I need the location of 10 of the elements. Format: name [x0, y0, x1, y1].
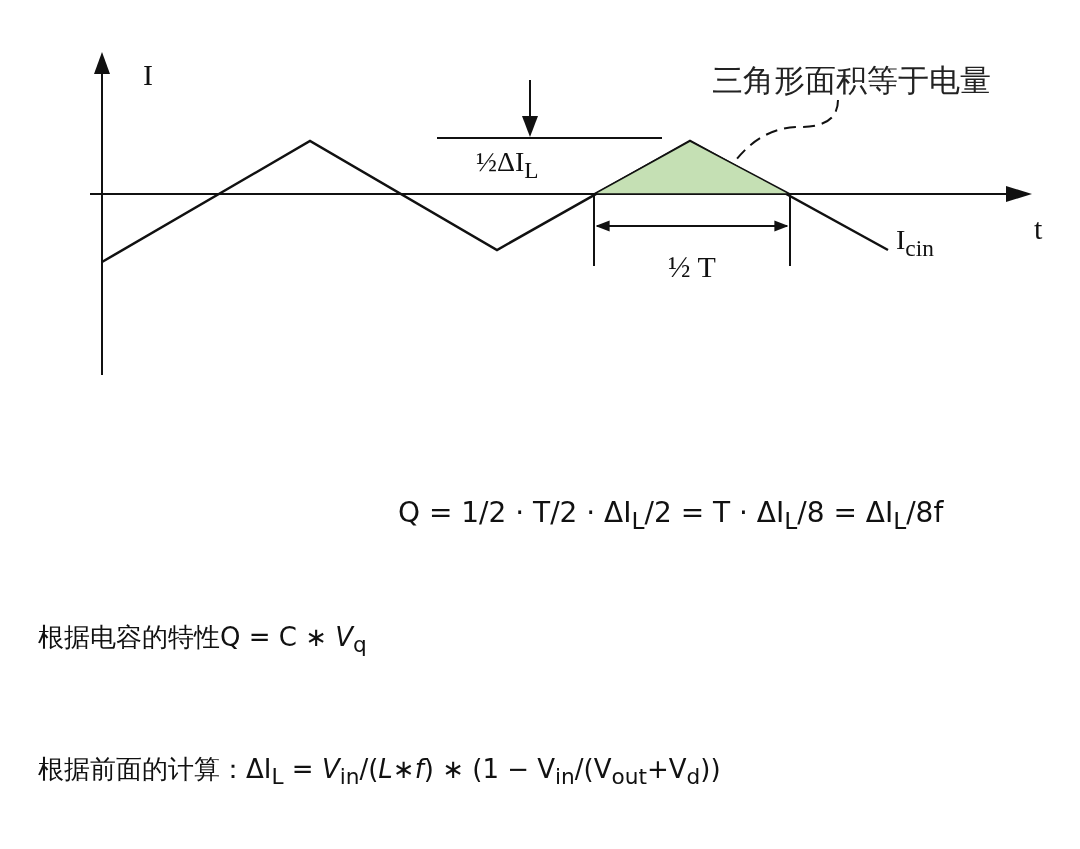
- callout-text: 三角形面积等于电量: [712, 60, 1042, 104]
- formula: 根据电容的特性Q = C ∗ V$_{q}$: [38, 621, 367, 658]
- axis-label: t: [1034, 212, 1043, 246]
- shaded-triangle: [594, 141, 790, 194]
- waveform-label: I$_{cin}$: [896, 224, 934, 262]
- formula: Q = 1/2 · T/2 · ΔI$_{L}$/2 = T · ΔI$_{L}$/8 = ΔI$_{L}$/8f: [398, 496, 944, 535]
- ripple-label: ½ΔI$_{L}$: [476, 146, 539, 184]
- dimension-label: ½ T: [668, 250, 716, 284]
- axis-label: I: [143, 58, 153, 92]
- formula: 根据前面的计算：ΔI$_{L}$ = V$_{in}$/(L∗f) ∗ (1 − V$_{in}$/(V$_{out}$+V$_{d}$)): [38, 753, 721, 790]
